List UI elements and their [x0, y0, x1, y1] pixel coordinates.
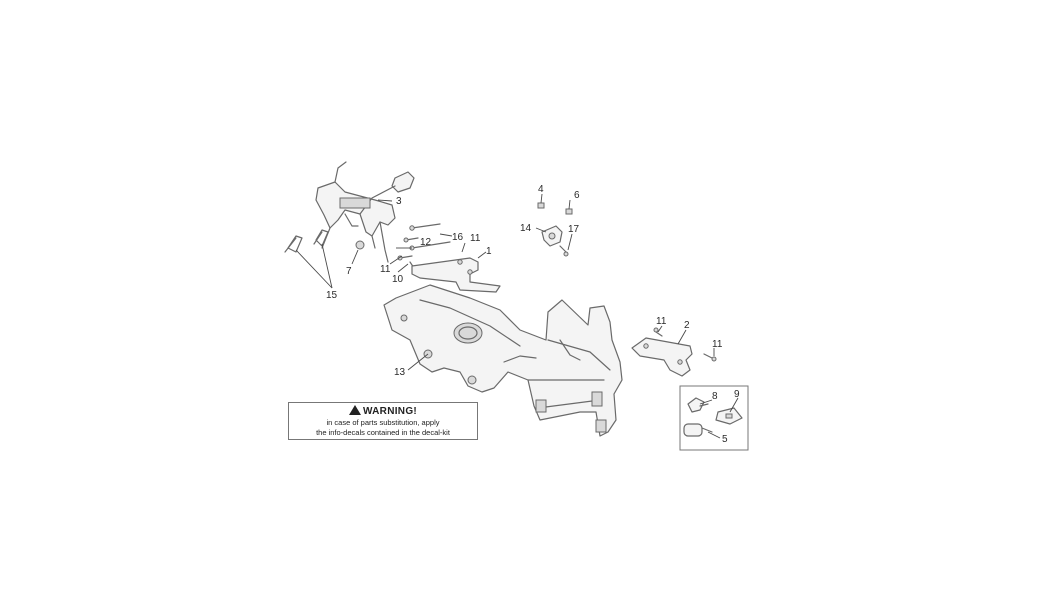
callout-14: 14: [520, 223, 532, 234]
callout-15: 15: [326, 290, 338, 301]
bracket-part-2: [631, 327, 717, 377]
callout-5: 5: [722, 434, 728, 445]
callout-1: 1: [486, 246, 492, 257]
small-bracket-part: [537, 202, 573, 257]
callout-3: 3: [396, 196, 402, 207]
warning-title: WARNING!: [362, 406, 418, 417]
callout-11: 11: [656, 316, 667, 327]
callout-10: 10: [392, 274, 404, 285]
callout-4: 4: [538, 184, 544, 195]
warning-triangle-icon: [348, 405, 361, 415]
callout-17: 17: [568, 224, 580, 235]
callout-6: 6: [574, 190, 580, 201]
callout-8: 8: [712, 391, 718, 402]
callout-11: 11: [470, 233, 481, 244]
callout-13: 13: [394, 367, 406, 378]
callout-12: 12: [420, 237, 432, 248]
bracket-part-1: [411, 257, 501, 293]
callout-2: 2: [684, 320, 690, 331]
clip-parts: [284, 229, 329, 253]
callout-11: 11: [712, 339, 723, 350]
inset-parts-box: [679, 385, 749, 451]
callout-16: 16: [452, 232, 464, 243]
warning-line-1: in case of parts substitution, apply: [326, 418, 440, 427]
callout-7: 7: [346, 266, 352, 277]
main-frame-part: [383, 284, 623, 437]
callout-11: 11: [380, 264, 391, 275]
nut-part: [355, 240, 365, 250]
warning-box: WARNING! in case of parts substitution, …: [288, 402, 478, 440]
front-subframe-part: [315, 161, 415, 263]
warning-line-2: the info-decals contained in the decal-k…: [316, 428, 450, 437]
leader-lines: [295, 193, 739, 439]
callout-9: 9: [734, 389, 740, 400]
warning-title-row: WARNING!: [289, 405, 477, 418]
